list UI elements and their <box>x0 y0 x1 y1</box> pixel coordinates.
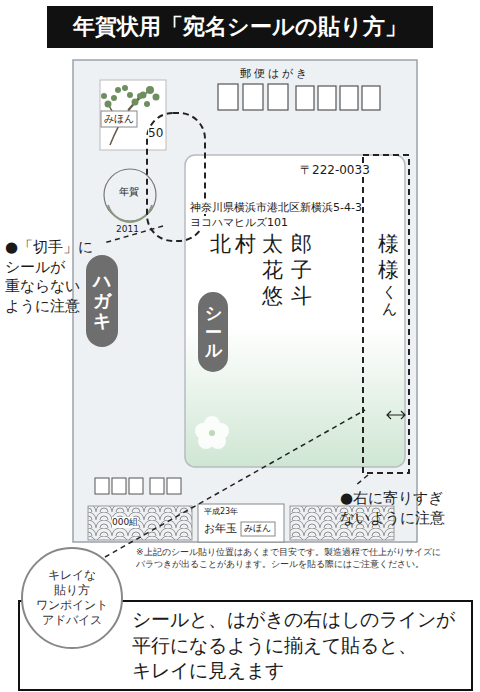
code-box <box>112 478 126 494</box>
stamp <box>100 80 166 150</box>
address-text: 様 <box>378 232 399 257</box>
stamp <box>111 95 117 101</box>
lottery-number: 000組 <box>112 517 138 528</box>
leader-line <box>355 475 368 486</box>
node-text: ハガキ <box>93 271 111 330</box>
postmark <box>104 169 156 222</box>
address-text: 様 <box>378 258 399 283</box>
stamp <box>101 93 107 99</box>
stamp <box>115 87 121 93</box>
node-text: シール <box>205 304 222 360</box>
address-text: 神奈川県横浜市港北区新横浜5-4-3 <box>190 201 362 214</box>
stamp <box>137 93 143 99</box>
stamp <box>105 101 112 108</box>
postal-code-box <box>218 84 380 110</box>
postmark-year: 2011 <box>116 224 139 235</box>
leader-line <box>104 226 368 557</box>
postal-code-box <box>296 86 314 110</box>
stamp <box>153 94 160 101</box>
gap-arrow <box>387 411 405 419</box>
node-text: シールと、はがきの右はしのラインが 平行になるように揃えて貼ると、 キレイに見え… <box>132 607 472 684</box>
plum-flower <box>195 416 229 449</box>
postal-code-box <box>340 86 358 110</box>
stamp <box>100 80 166 150</box>
postmark <box>108 205 152 222</box>
postmark <box>104 169 156 221</box>
footnote: ※上記のシール貼り位置はあくまで目安です。製造過程で仕上がりサイズに バラつきが… <box>136 546 476 570</box>
address-text: 北村 <box>210 232 260 257</box>
lottery-year: 平成23年 <box>204 507 238 517</box>
address-sticker <box>185 155 405 467</box>
stamp <box>101 85 160 108</box>
caution-note: ●「切手」に シールが 重ならない ように注意 <box>5 238 107 316</box>
gap-arrow <box>387 411 405 419</box>
code-box <box>95 478 181 494</box>
address-text: 太郎 <box>262 232 320 257</box>
address-text: 〒222-0033 <box>300 163 370 177</box>
caution-outline <box>147 113 409 473</box>
address-text: 花子 <box>262 258 320 283</box>
caution-outline <box>363 155 409 473</box>
address-sticker: 〒222-0033 神奈川県横浜市港北区新横浜5-4-3 ヨコハマヒルズ101 北村太… <box>185 155 405 467</box>
postal-code-box <box>362 86 380 110</box>
node-text: キレイな 貼り方 ワンポイント アドバイス <box>30 568 114 628</box>
stamp <box>101 111 137 127</box>
leader-line <box>105 410 365 557</box>
plum-flower <box>195 423 211 439</box>
postcard-body <box>73 60 417 542</box>
lottery-strip <box>198 504 284 542</box>
postcard-body <box>73 60 417 542</box>
callout-pill: ハガキ <box>86 255 118 347</box>
postcard: 郵便はがきハガキ 〒222-0033 神奈川県横浜市港北区新横浜5-4-3 ヨコハマヒ… <box>73 60 417 542</box>
address-text: ヨコハマヒルズ101 <box>190 216 288 229</box>
lottery-strip <box>88 506 192 540</box>
callout-pill: シール <box>198 292 228 372</box>
address-text: 郵便はがき <box>240 67 310 80</box>
badge-outline <box>22 548 122 648</box>
caution-note: ●右に寄りすぎ ないように注意 <box>340 489 476 528</box>
address-text: 悠斗 <box>262 284 320 309</box>
stamp <box>144 101 150 107</box>
code-box <box>129 478 143 494</box>
stamp <box>127 92 133 98</box>
code-box <box>150 478 164 494</box>
stamp <box>132 99 139 106</box>
title-bar: 年賀状用「宛名シールの貼り方」 <box>47 6 433 48</box>
lottery-name: お年玉 <box>204 522 237 535</box>
code-box <box>95 478 109 494</box>
stamp <box>122 85 128 91</box>
postal-code-box <box>268 84 288 110</box>
advice-badge: キレイな 貼り方 ワンポイント アドバイス <box>20 546 124 650</box>
stamp-value: 50 <box>148 126 163 140</box>
stamp-sample: みほん <box>104 113 134 125</box>
postal-code-box <box>243 84 263 110</box>
plum-flower <box>209 430 215 436</box>
lottery-sample: みほん <box>244 523 271 534</box>
code-box <box>167 478 181 494</box>
address-text: くん <box>382 284 397 317</box>
postal-code-box <box>218 84 238 110</box>
stamp <box>146 86 154 94</box>
lottery-strip <box>241 522 275 536</box>
postal-code-box <box>318 86 336 110</box>
address-sticker <box>185 155 405 467</box>
postmark-text: 年賀 <box>119 186 139 198</box>
